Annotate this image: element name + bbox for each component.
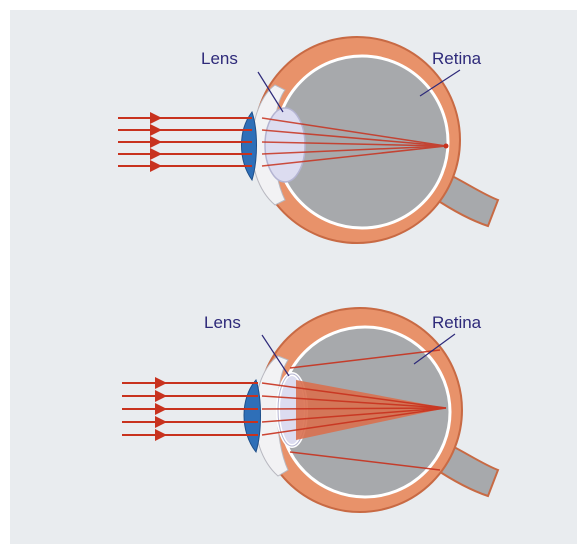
lens-label: Lens (201, 49, 238, 68)
ray-arrowheads (155, 377, 167, 441)
retina-label: Retina (432, 49, 482, 68)
ray-arrowheads (150, 112, 162, 172)
incoming-light-rays (122, 383, 258, 435)
focal-point (444, 144, 449, 149)
lens-label: Lens (204, 313, 241, 332)
incoming-light-rays (118, 118, 252, 166)
cornea (242, 112, 257, 180)
retina-label: Retina (432, 313, 482, 332)
eye-diagram-normal: Lens Retina (118, 37, 498, 243)
eye-diagram-defocused: Lens Retina (122, 308, 498, 512)
cornea (244, 380, 261, 452)
